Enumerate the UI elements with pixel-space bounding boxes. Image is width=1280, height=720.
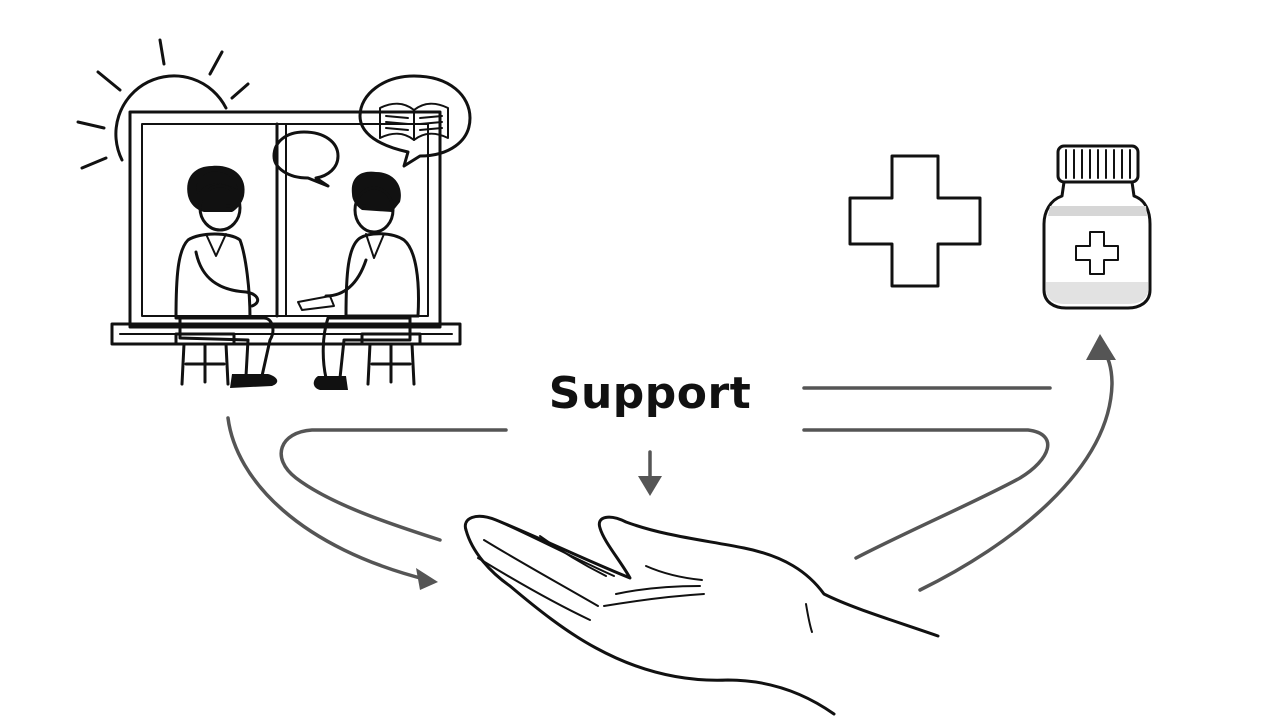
sun-icon [76,38,250,170]
bottle-cross-icon [1075,231,1119,275]
support-label: Support [548,368,752,419]
flow-arrow-counseling-to-hand [226,416,438,590]
medical-cross-icon [848,154,982,288]
left-person [174,165,278,388]
open-book-icon [379,102,449,141]
window-frame [110,110,462,346]
two-people-talking-icon [76,38,472,390]
right-person [297,171,420,390]
flow-curve-right-lower [802,428,1050,560]
flow-curve-left-upper [279,428,508,542]
open-hand-icon [463,514,940,716]
left-stool [174,332,236,386]
speech-bubble-icon [272,130,340,188]
flow-arrow-hand-to-bottle [918,334,1116,592]
medicine-bottle-icon [1042,144,1152,310]
support-down-arrow [638,450,662,496]
book-speech-bubble [358,74,472,168]
